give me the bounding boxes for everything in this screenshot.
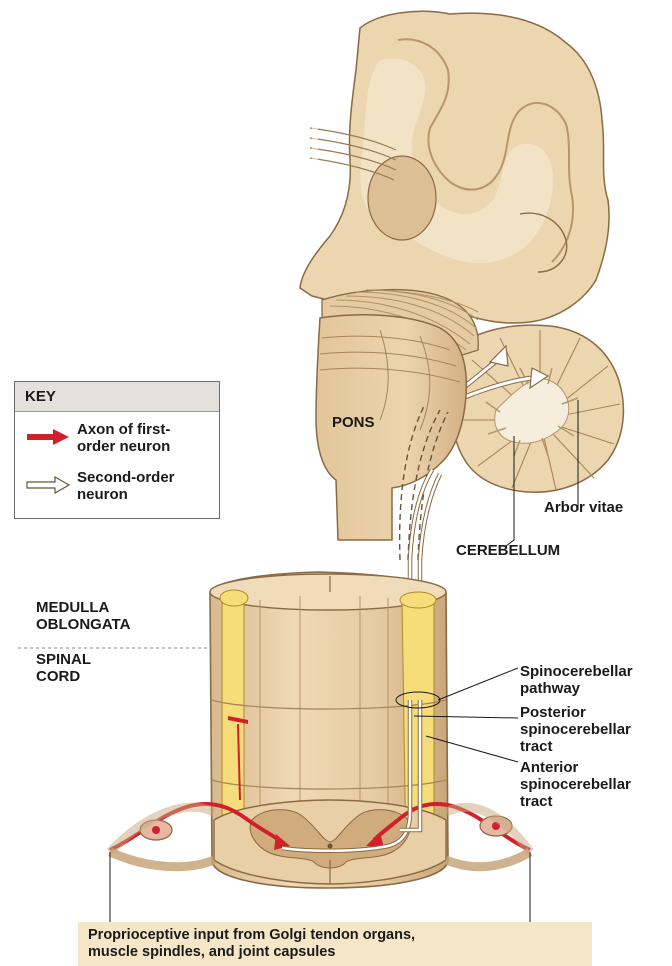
proprioceptive-input-caption: Proprioceptive input from Golgi tendon o… xyxy=(78,922,592,966)
key-title: KEY xyxy=(15,382,219,412)
medulla-oblongata-label: MEDULLA OBLONGATA xyxy=(36,600,130,634)
pons-label: PONS xyxy=(332,415,375,432)
posterior-tract-label: Posterior spinocerebellar tract xyxy=(520,705,631,755)
key-second-order: Second-order neuron xyxy=(77,470,175,503)
key-legend: KEY Axon of first- order neuron Second-o… xyxy=(14,381,220,519)
spinocerebellar-pathway-label: Spinocerebellar pathway xyxy=(520,664,633,698)
white-arrow-icon xyxy=(25,476,71,494)
key-first-order: Axon of first- order neuron xyxy=(77,422,170,455)
cerebellum-label: CEREBELLUM xyxy=(456,543,560,560)
anterior-tract-label: Anterior spinocerebellar tract xyxy=(520,760,631,810)
spinal-cord-label: SPINAL CORD xyxy=(36,652,91,686)
cerebrum-section xyxy=(300,11,609,323)
red-arrow-icon xyxy=(25,428,71,446)
arbor-vitae-label: Arbor vitae xyxy=(544,500,623,517)
pons xyxy=(316,315,466,560)
